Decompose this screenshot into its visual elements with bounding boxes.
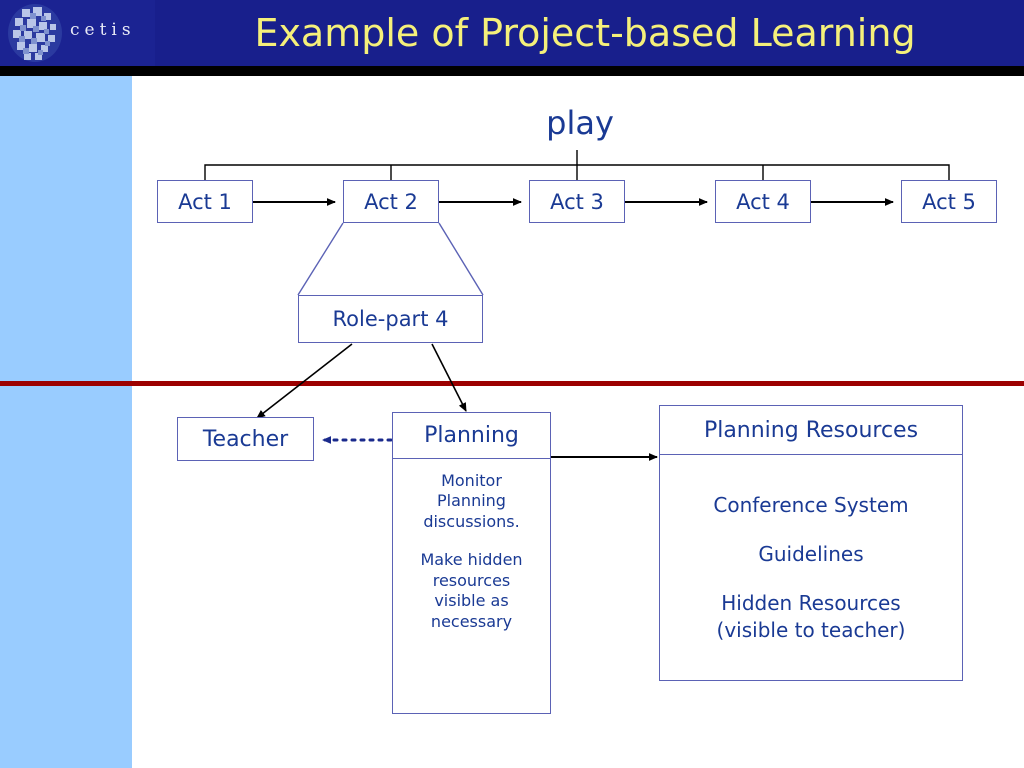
planning-line-5: resources — [432, 570, 511, 590]
cetis-cube-cluster-logo-icon — [8, 4, 62, 62]
horizontal-red-rule — [0, 381, 1024, 386]
teacher-box[interactable]: Teacher — [177, 417, 314, 461]
planning-line-4: Make hidden — [420, 550, 523, 570]
planning-line-2: Planning — [437, 491, 506, 511]
planning-line-1: Monitor — [441, 471, 502, 490]
play-label: play — [546, 104, 614, 142]
act-box-3[interactable]: Act 3 — [529, 180, 625, 223]
left-side-band — [0, 76, 132, 768]
planning-box-title[interactable]: Planning — [392, 412, 551, 459]
act-box-2[interactable]: Act 2 — [343, 180, 439, 223]
planning-box-body: Monitor Planning discussions. Make hidde… — [392, 459, 551, 714]
logo-wordmark: cetis — [70, 20, 136, 40]
resource-item-2: Guidelines — [758, 541, 864, 566]
title-bar — [0, 0, 1024, 66]
planning-resources-title[interactable]: Planning Resources — [659, 405, 963, 455]
planning-resources-body: Conference System Guidelines Hidden Reso… — [659, 455, 963, 681]
role-part-box[interactable]: Role-part 4 — [298, 295, 483, 343]
act-box-5[interactable]: Act 5 — [901, 180, 997, 223]
planning-line-6: visible as — [434, 591, 509, 611]
page-title: Example of Project-based Learning — [254, 11, 916, 55]
logo-container: cetis — [0, 0, 155, 66]
header-black-divider — [0, 66, 1024, 76]
act-box-1[interactable]: Act 1 — [157, 180, 253, 223]
resource-item-1: Conference System — [713, 492, 909, 517]
resource-item-3: Hidden Resources — [721, 590, 901, 615]
act-box-4[interactable]: Act 4 — [715, 180, 811, 223]
planning-line-3: discussions. — [423, 511, 520, 531]
planning-line-7: necessary — [430, 611, 513, 631]
resource-item-4: (visible to teacher) — [716, 617, 906, 642]
